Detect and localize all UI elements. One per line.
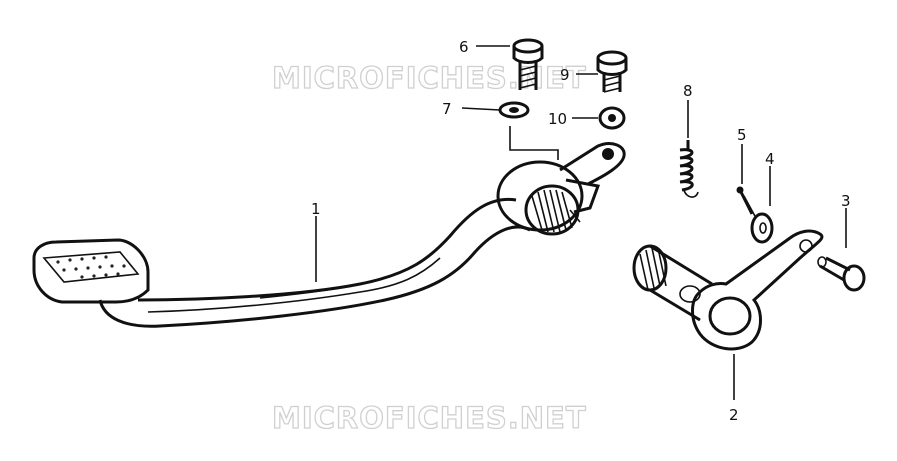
leader-lines: [315, 45, 847, 400]
callout-1: 1: [311, 200, 321, 218]
bolt-6-part: [512, 38, 544, 90]
pin-part: [817, 256, 866, 292]
callout-10: 10: [548, 110, 567, 128]
callout-9: 9: [560, 66, 570, 84]
brake-arm: [632, 229, 824, 351]
callout-8: 8: [683, 82, 693, 100]
callout-3: 3: [841, 192, 851, 210]
callout-2: 2: [729, 406, 739, 424]
callout-4: 4: [765, 150, 775, 168]
nut-7-part: [498, 101, 530, 119]
watermark-top: MICROFICHES.NET: [272, 61, 587, 95]
washer-part: [750, 212, 774, 244]
callout-6: 6: [459, 38, 469, 56]
callout-7: 7: [442, 100, 452, 118]
callout-labels: 1 2 3 4 5 6 7 8 9 10: [311, 38, 851, 424]
brake-pedal-arm: [32, 126, 626, 328]
bolt-9-part: [596, 50, 628, 93]
cotter-pin-part: [736, 186, 757, 219]
spring-part: [679, 140, 699, 198]
nut-10-part: [598, 106, 626, 130]
watermark-bottom: MICROFICHES.NET: [272, 401, 587, 435]
callout-5: 5: [737, 126, 747, 144]
